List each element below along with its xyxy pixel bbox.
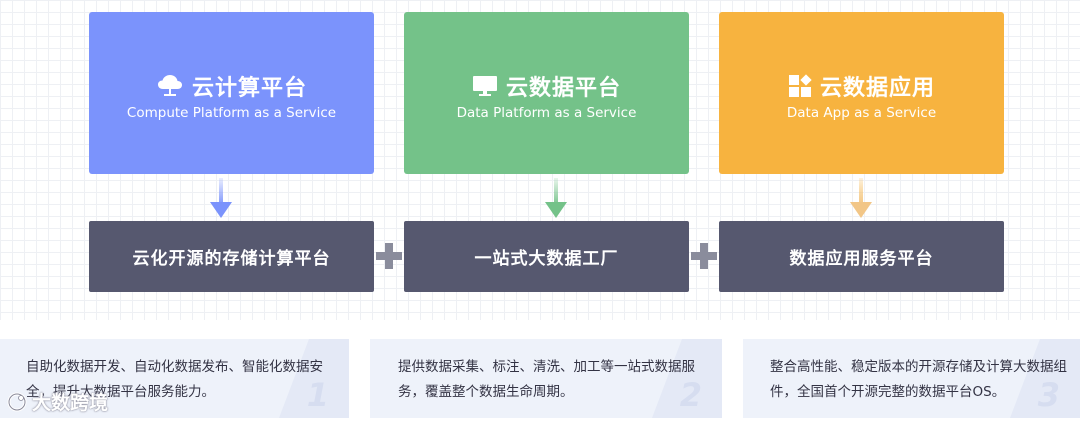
description-box-2: 提供数据采集、标注、清洗、加工等一站式数据服务，覆盖整个数据生命周期。 2 xyxy=(370,339,722,418)
description-text: 提供数据采集、标注、清洗、加工等一站式数据服务，覆盖整个数据生命周期。 xyxy=(398,359,695,400)
app-grid-icon xyxy=(788,74,812,97)
watermark: 大数跨境 xyxy=(6,388,108,415)
card-subtitle: Data App as a Service xyxy=(786,105,937,121)
bar-label: 一站式大数据工厂 xyxy=(474,249,619,269)
card-title-row: 云数据应用 xyxy=(719,70,1004,102)
down-arrow-icon xyxy=(850,178,872,218)
description-text: 自助化数据开发、自动化数据发布、智能化数据安全，提升大数据平台服务能力。 xyxy=(26,359,323,400)
bar-label: 云化开源的存储计算平台 xyxy=(132,249,331,269)
bar-label: 数据应用服务平台 xyxy=(789,249,934,269)
card-title: 云数据应用 xyxy=(819,76,935,101)
description-box-3: 整合高性能、稳定版本的开源存储及计算大数据组件，全国首个开源完整的数据平台OS。… xyxy=(743,339,1080,418)
down-arrow-icon xyxy=(545,178,567,218)
card-data-platform[interactable]: 云数据平台 Data Platform as a Service xyxy=(404,12,689,174)
bar-app-service[interactable]: 数据应用服务平台 xyxy=(719,221,1004,292)
monitor-icon xyxy=(472,76,497,96)
watermark-text: 大数跨境 xyxy=(32,392,109,414)
description-number: 3 xyxy=(1037,376,1060,414)
down-arrow-icon xyxy=(210,178,232,218)
bar-data-factory[interactable]: 一站式大数据工厂 xyxy=(404,221,689,292)
description-text: 整合高性能、稳定版本的开源存储及计算大数据组件，全国首个开源完整的数据平台OS。 xyxy=(770,359,1067,400)
description-number: 1 xyxy=(306,376,329,414)
plus-icon xyxy=(691,243,717,269)
description-number: 2 xyxy=(679,376,702,414)
card-subtitle: Compute Platform as a Service xyxy=(126,105,337,121)
bar-storage-compute[interactable]: 云化开源的存储计算平台 xyxy=(89,221,374,292)
decorative-shape xyxy=(652,339,722,418)
card-subtitle: Data Platform as a Service xyxy=(456,105,637,121)
watermark-logo-icon xyxy=(7,392,27,411)
card-data-app[interactable]: 云数据应用 Data App as a Service xyxy=(719,12,1004,174)
card-title-row: 云数据平台 xyxy=(404,70,689,102)
description-box-1: 自助化数据开发、自动化数据发布、智能化数据安全，提升大数据平台服务能力。 1 xyxy=(0,339,349,418)
card-title: 云计算平台 xyxy=(191,76,307,101)
card-compute-platform[interactable]: 云计算平台 Compute Platform as a Service xyxy=(89,12,374,174)
decorative-shape xyxy=(1010,339,1080,418)
plus-icon xyxy=(376,243,402,269)
cloud-upload-icon xyxy=(157,75,182,96)
card-title: 云数据平台 xyxy=(505,76,621,101)
card-title-row: 云计算平台 xyxy=(89,70,374,102)
decorative-shape xyxy=(279,339,349,418)
